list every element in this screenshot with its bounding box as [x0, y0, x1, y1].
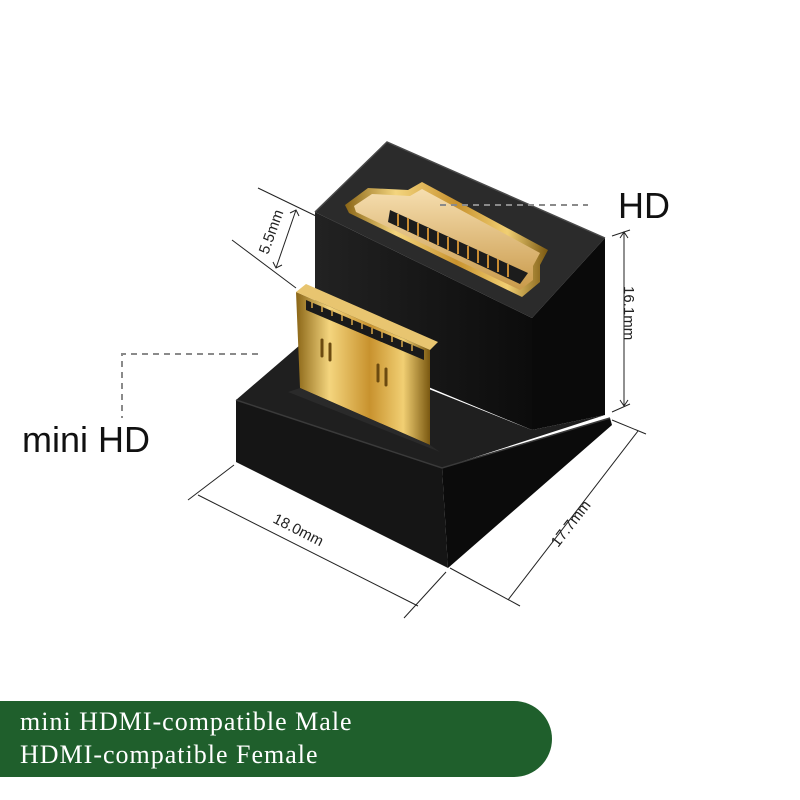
height-label: 16.1mm: [620, 286, 637, 340]
caption-banner: mini HDMI-compatible Male HDMI-compatibl…: [0, 701, 552, 777]
caption-line-female: HDMI-compatible Female: [20, 740, 319, 769]
depth-label: 17.7mm: [548, 497, 595, 550]
hdmi-female-port: [345, 182, 548, 297]
mini-hdmi-male-plug: [288, 284, 440, 452]
leader-lines: [121, 204, 588, 418]
caption-line-male: mini HDMI-compatible Male: [20, 707, 353, 736]
mini-hd-leader-line: [121, 353, 258, 418]
dimension-lines: [187, 187, 647, 619]
hd-port-label: HD: [618, 185, 670, 226]
width-label: 18.0mm: [270, 510, 326, 550]
mini-hd-port-label: mini HD: [22, 419, 151, 460]
